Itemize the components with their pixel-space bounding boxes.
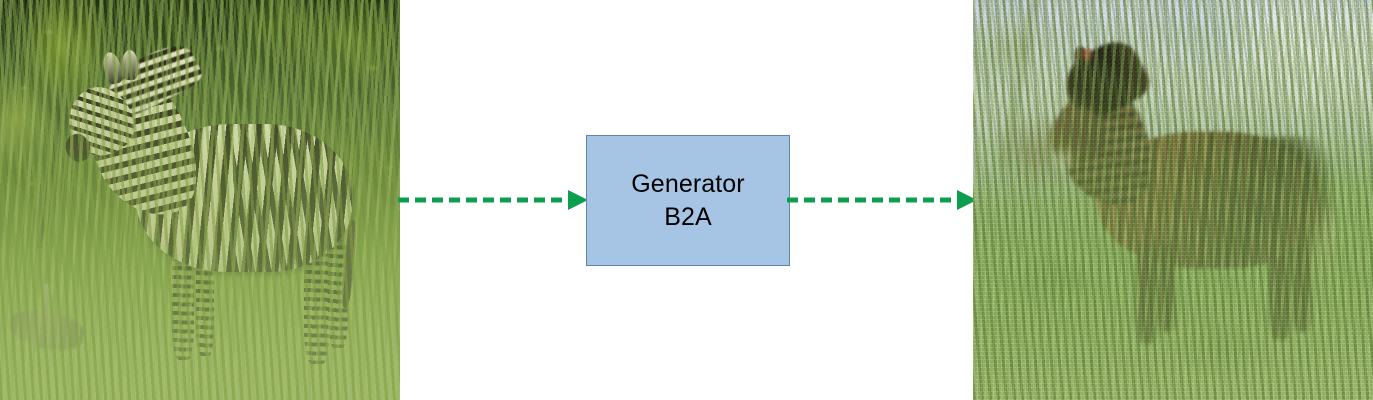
source-image-panel	[0, 0, 400, 400]
output-arrow-head	[957, 190, 977, 210]
generated-foreground-grass	[973, 0, 1373, 400]
input-arrow	[398, 190, 588, 210]
generated-image-panel	[973, 0, 1373, 400]
generator-block[interactable]: Generator B2A	[586, 135, 790, 266]
output-arrow	[787, 190, 977, 210]
foreground-grass	[0, 0, 400, 400]
input-arrow-head	[568, 190, 588, 210]
generator-title-line2: B2A	[664, 202, 712, 231]
gan-checkerboard-artifacts	[973, 0, 1373, 400]
gan-noise-artifacts	[973, 0, 1373, 400]
generator-title-line1: Generator	[631, 169, 745, 198]
